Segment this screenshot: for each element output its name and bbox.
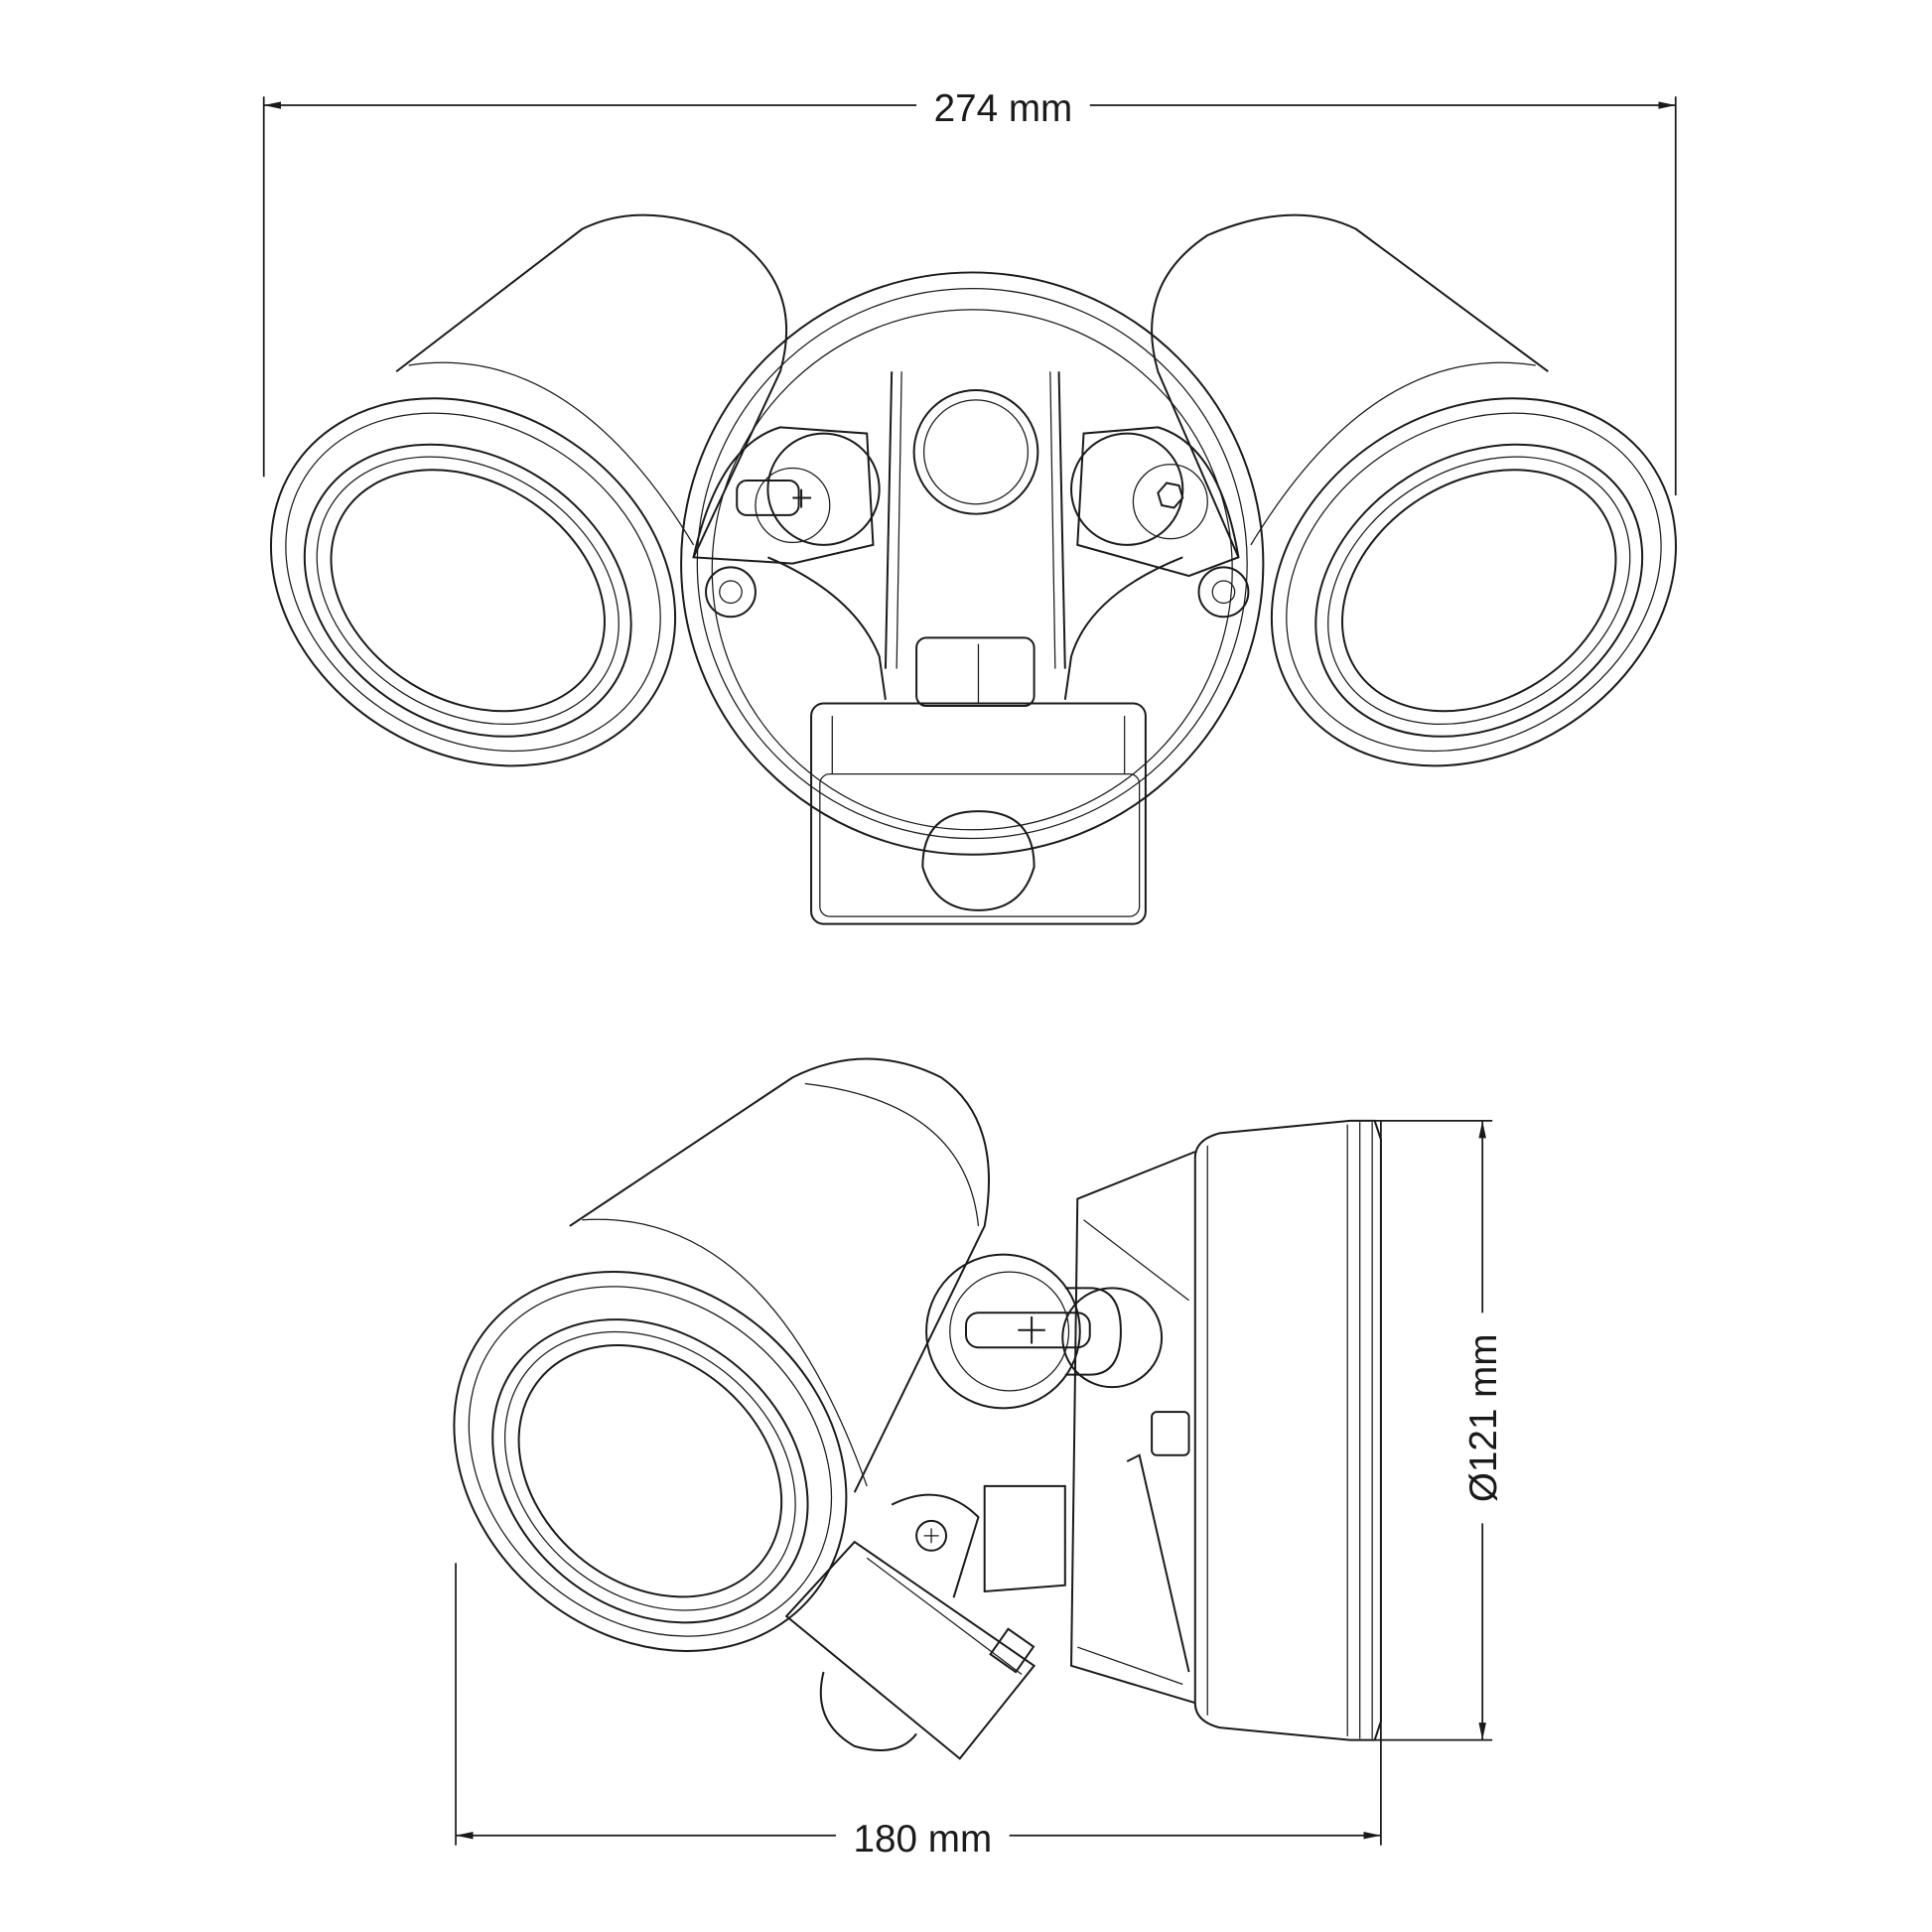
- right-lamp-head: [1151, 213, 1677, 767]
- nut-icon: [1151, 1411, 1190, 1456]
- left-swivel-joint: [692, 426, 881, 565]
- right-lens: [1341, 469, 1617, 713]
- width-label: 274 mm: [934, 87, 1073, 130]
- side-swivel-joint: [925, 1253, 1164, 1593]
- left-lamp-head: [269, 213, 787, 767]
- side-lens: [517, 1344, 783, 1598]
- side-view: 180 mm Ø121 mm: [453, 1057, 1508, 1862]
- diameter-dimension: Ø121 mm: [1374, 1120, 1508, 1741]
- mounting-base: [680, 271, 1265, 856]
- depth-label: 180 mm: [854, 1818, 993, 1861]
- left-lens: [330, 469, 606, 713]
- width-dimension: 274 mm: [262, 81, 1677, 495]
- wall-plate: [1070, 1119, 1382, 1741]
- nut-icon: [1157, 482, 1184, 509]
- front-view: 274 mm: [262, 81, 1677, 925]
- screw-icon: [1018, 1316, 1045, 1344]
- screw-icon: [792, 488, 812, 508]
- depth-dimension: 180 mm: [455, 1120, 1382, 1862]
- side-motion-sensor: [784, 1493, 1036, 1760]
- screw-icon: [923, 1528, 939, 1544]
- diameter-label: Ø121 mm: [1462, 1333, 1505, 1502]
- side-lamp-head: [453, 1057, 991, 1652]
- pir-lens: [921, 810, 1035, 911]
- motion-sensor: [810, 702, 1147, 925]
- right-swivel-joint: [1070, 426, 1240, 578]
